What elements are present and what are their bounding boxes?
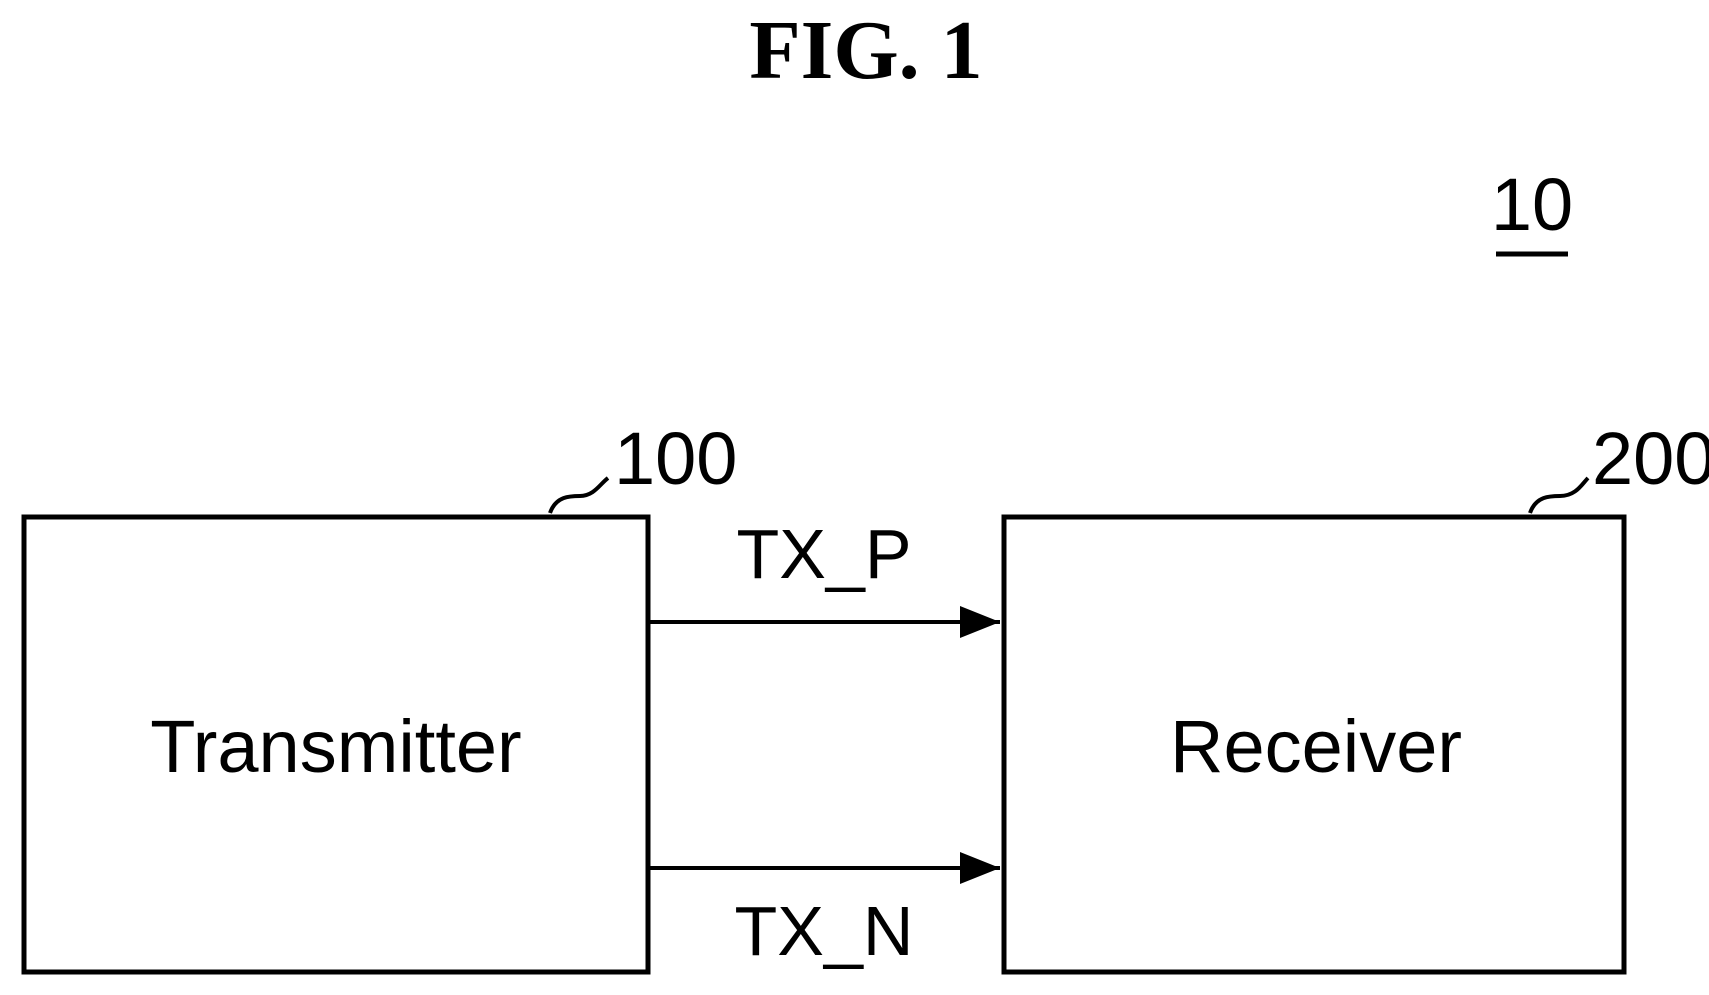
figure-title: FIG. 1 bbox=[749, 4, 982, 97]
receiver-ref-number: 200 bbox=[1592, 417, 1709, 500]
signal-tx-n-label: TX_N bbox=[735, 892, 914, 970]
receiver-label: Receiver bbox=[1170, 705, 1462, 788]
transmitter-ref-leader bbox=[550, 478, 608, 513]
system-reference-number: 10 bbox=[1491, 163, 1573, 246]
signal-tx-p-label: TX_P bbox=[736, 515, 911, 593]
transmitter-ref-number: 100 bbox=[614, 417, 737, 500]
transmitter-label: Transmitter bbox=[150, 705, 521, 788]
receiver-ref-leader bbox=[1530, 478, 1588, 513]
